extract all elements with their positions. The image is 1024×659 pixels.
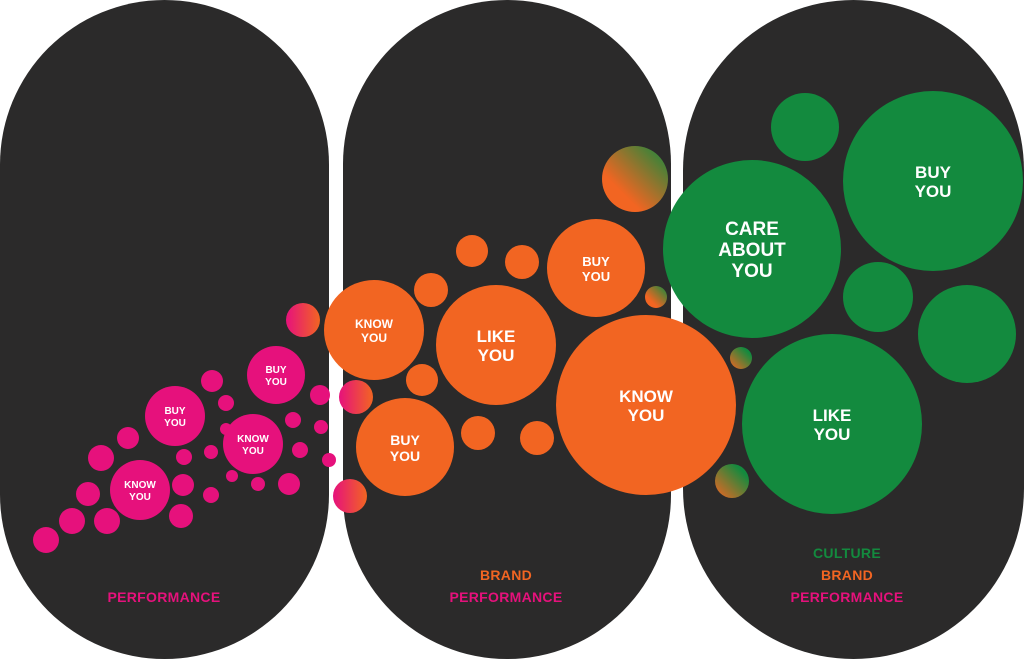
- bubble: [461, 416, 495, 450]
- bubble: [88, 445, 114, 471]
- brand-buy-you-bubble: [356, 398, 454, 496]
- bubble: [771, 93, 839, 161]
- brand-column-caption-performance: PERFORMANCE: [450, 589, 563, 605]
- labeled-bubbles: [110, 91, 1023, 520]
- culture-column-caption-performance: PERFORMANCE: [791, 589, 904, 605]
- bubble: [456, 235, 488, 267]
- performance-buy-you-small-bubble: [247, 346, 305, 404]
- brand-like-you-bubble: [436, 285, 556, 405]
- bubble: [33, 527, 59, 553]
- bubble: [172, 474, 194, 496]
- bubble: [715, 464, 749, 498]
- bubble: [76, 482, 100, 506]
- bubble: [414, 273, 448, 307]
- culture-care-about-you-bubble: [663, 160, 841, 338]
- performance-column-pill: [0, 0, 329, 659]
- bubble: [333, 479, 367, 513]
- brand-column-caption-brand: BRAND: [480, 567, 532, 583]
- bubble: [226, 470, 238, 482]
- bubble: [59, 508, 85, 534]
- bubble: [117, 427, 139, 449]
- bubble: [339, 380, 373, 414]
- bubble: [292, 442, 308, 458]
- bubble: [730, 347, 752, 369]
- bubble: [602, 146, 668, 212]
- bubble: [251, 477, 265, 491]
- bubble: [505, 245, 539, 279]
- bubble: [285, 412, 301, 428]
- performance-buy-you-bubble: [145, 386, 205, 446]
- bubble: [286, 303, 320, 337]
- bubble: [204, 445, 218, 459]
- bubble: [169, 504, 193, 528]
- bubble: [918, 285, 1016, 383]
- culture-column-caption-brand: BRAND: [821, 567, 873, 583]
- bubble: [218, 395, 234, 411]
- brand-buy-you-top-bubble: [547, 219, 645, 317]
- bubble: [201, 370, 223, 392]
- bubble: [406, 364, 438, 396]
- bubble: [645, 286, 667, 308]
- column-captions: PERFORMANCE BRAND PERFORMANCE CULTURE BR…: [108, 545, 904, 605]
- performance-know-you-bubble: [110, 460, 170, 520]
- bubble: [310, 385, 330, 405]
- bubble: [843, 262, 913, 332]
- culture-column-caption-culture: CULTURE: [813, 545, 881, 561]
- performance-bubbles: [33, 370, 336, 553]
- culture-buy-you-bubble: [843, 91, 1023, 271]
- transition-bubbles-brand-culture: [602, 146, 752, 498]
- brand-bubbles: [406, 235, 554, 455]
- brand-know-you-large-bubble: [556, 315, 736, 495]
- performance-know-you-right-bubble: [223, 414, 283, 474]
- bubble: [314, 420, 328, 434]
- bubble: [176, 449, 192, 465]
- bubble: [278, 473, 300, 495]
- performance-column-caption: PERFORMANCE: [108, 589, 221, 605]
- transition-bubbles-performance-brand: [286, 303, 373, 513]
- culture-bubbles: [771, 93, 1016, 383]
- bubble: [203, 487, 219, 503]
- bubble: [322, 453, 336, 467]
- brand-know-you-bubble: [324, 280, 424, 380]
- bubble: [94, 508, 120, 534]
- culture-like-you-bubble: [742, 334, 922, 514]
- bubble: [520, 421, 554, 455]
